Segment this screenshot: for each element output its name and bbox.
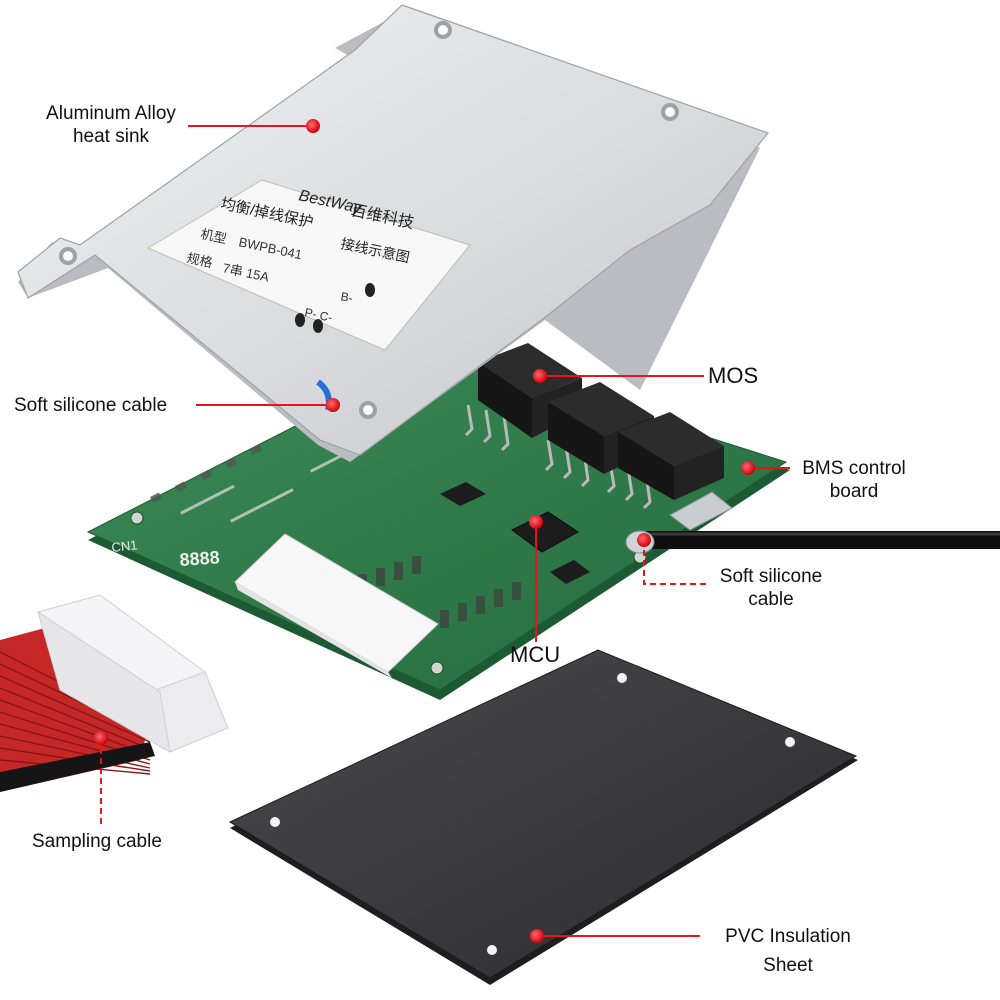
label-heat-sink: Aluminum Alloy heat sink	[38, 102, 184, 148]
sampling-cable	[0, 628, 155, 792]
mos-chip	[618, 412, 724, 500]
marker-heat-sink	[306, 119, 320, 133]
pvc-hole	[487, 945, 497, 955]
mos-transistors	[464, 343, 724, 510]
pvc-hole	[785, 737, 795, 747]
balance-connector	[234, 533, 439, 678]
label-pvc-sheet: PVC Insulation Sheet	[712, 925, 864, 977]
pvc-hole	[617, 673, 627, 683]
heat-sink-hole	[434, 21, 452, 39]
sticker-spec-key: 规格	[185, 250, 214, 270]
label-soft-silicone-right-line1: Soft silicone	[719, 566, 823, 587]
mos-chip	[478, 343, 582, 438]
sampling-connector	[36, 594, 229, 753]
sticker-p-c-minus: P- C-	[303, 305, 333, 325]
marker-pvc	[530, 929, 544, 943]
marker-mcu	[529, 515, 543, 529]
label-sampling-cable: Sampling cable	[32, 831, 162, 852]
label-soft-silicone-right-line2: cable	[748, 589, 794, 610]
pcb-pad-digits: 8888	[179, 547, 220, 570]
marker-soft-silicone-right	[637, 533, 651, 547]
pcb-connector-label: CN1	[111, 537, 138, 555]
label-mcu: MCU	[510, 642, 561, 667]
label-pvc-line2: Sheet	[763, 955, 813, 976]
label-heat-sink-line1: Aluminum Alloy	[46, 103, 176, 124]
label-soft-silicone-left: Soft silicone cable	[14, 395, 168, 416]
label-soft-silicone-right: Soft silicone cable	[708, 565, 834, 611]
pcb-hole	[130, 511, 144, 525]
label-bms-line1: BMS control	[802, 458, 906, 479]
heat-sink-hole	[359, 401, 377, 419]
pvc-hole	[270, 817, 280, 827]
label-bms-line2: board	[829, 481, 879, 502]
heat-sink-hole	[661, 103, 679, 121]
aluminum-heat-sink: BestWay 百维科技 均衡/掉线保护 接线示意图 机型 BWPB-041 规…	[17, 4, 770, 462]
product-sticker: BestWay 百维科技 均衡/掉线保护 接线示意图 机型 BWPB-041 规…	[146, 179, 471, 351]
heat-sink-hole	[59, 247, 77, 265]
leader-lines	[100, 125, 790, 937]
marker-sampling	[94, 731, 108, 745]
sticker-model-key: 机型	[199, 226, 228, 246]
marker-mos	[533, 369, 547, 383]
pcb-hole	[430, 661, 444, 675]
marker-soft-silicone-left	[326, 398, 340, 412]
marker-bms	[741, 461, 755, 475]
label-heat-sink-line2: heat sink	[72, 126, 150, 147]
leader-soft-silicone-right	[643, 540, 708, 585]
pvc-insulation-sheet	[228, 649, 858, 985]
label-pvc-line1: PVC Insulation	[725, 926, 851, 947]
bms-control-board: CN1 8888	[86, 351, 790, 700]
marker-dots	[94, 119, 755, 943]
label-bms-board: BMS control board	[792, 457, 916, 503]
output-silicone-cable	[625, 530, 1000, 554]
sticker-b-minus: B-	[339, 289, 354, 305]
label-mos: MOS	[708, 363, 759, 388]
